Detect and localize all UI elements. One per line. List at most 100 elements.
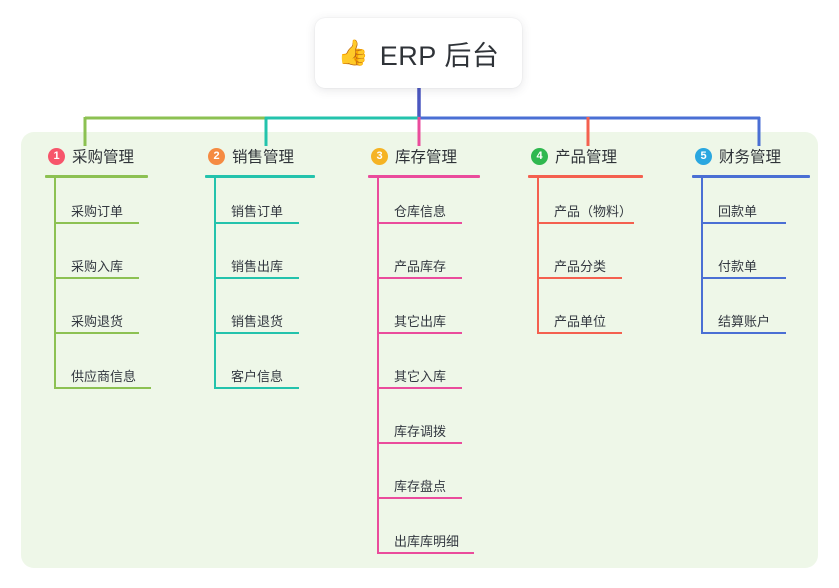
branch-item[interactable]: 库存盘点 bbox=[368, 453, 480, 508]
branch-item-rule bbox=[54, 277, 139, 279]
branch-item-label: 产品库存 bbox=[394, 259, 447, 274]
branch-item-label: 客户信息 bbox=[231, 369, 284, 384]
branch-item-label: 结算账户 bbox=[718, 314, 771, 329]
branch-header-rule bbox=[368, 175, 480, 178]
branch-item-label: 其它出库 bbox=[394, 314, 447, 329]
branch-item[interactable]: 出库库明细 bbox=[368, 508, 480, 563]
branch-item-label: 采购订单 bbox=[71, 204, 124, 219]
branch-item-label: 付款单 bbox=[718, 259, 758, 274]
branch-item-label: 产品（物料） bbox=[554, 204, 633, 219]
branch-item-list-4: 产品（物料） 产品分类产品单位 bbox=[528, 178, 643, 343]
branch-title: 财务管理 bbox=[719, 149, 782, 166]
branch-column-1: 1 采购管理采购订单采购入库采购退货供应商信息 bbox=[45, 144, 151, 398]
branch-header-rule bbox=[692, 175, 810, 178]
branch-item-rule bbox=[214, 277, 299, 279]
branch-item-rule bbox=[537, 222, 634, 224]
branch-item[interactable]: 销售出库 bbox=[205, 233, 315, 288]
branch-number-badge: 4 bbox=[531, 147, 548, 165]
branch-item-rule bbox=[701, 332, 786, 334]
branch-item-rule bbox=[377, 387, 462, 389]
branch-item-rule bbox=[377, 222, 462, 224]
branch-item[interactable]: 客户信息 bbox=[205, 343, 315, 398]
branch-trunk-line bbox=[377, 178, 379, 554]
branch-item-label: 销售退货 bbox=[231, 314, 284, 329]
branch-item-rule bbox=[377, 497, 462, 499]
branch-item-rule bbox=[54, 387, 151, 389]
branch-title: 产品管理 bbox=[555, 149, 618, 166]
branch-item-list-2: 销售订单销售出库销售退货客户信息 bbox=[205, 178, 315, 398]
branch-item-rule bbox=[377, 277, 462, 279]
branch-item-rule bbox=[54, 222, 139, 224]
branch-item-rule bbox=[701, 277, 786, 279]
branch-number-badge: 2 bbox=[208, 147, 225, 165]
branch-header-1[interactable]: 1 采购管理 bbox=[45, 144, 148, 168]
branch-trunk-line bbox=[537, 178, 539, 334]
branch-number-badge: 1 bbox=[48, 147, 65, 165]
branch-header-rule bbox=[205, 175, 315, 178]
branch-column-4: 4 产品管理产品（物料） 产品分类产品单位 bbox=[528, 144, 643, 343]
branch-header-5[interactable]: 5 财务管理 bbox=[692, 144, 810, 168]
branch-item-list-5: 回款单付款单结算账户 bbox=[692, 178, 810, 343]
branch-item-label: 出库库明细 bbox=[394, 534, 460, 549]
branch-item-label: 销售订单 bbox=[231, 204, 284, 219]
branch-title: 采购管理 bbox=[72, 149, 135, 166]
branch-item-label: 采购入库 bbox=[71, 259, 124, 274]
thumbs-up-icon: 👍 bbox=[337, 38, 369, 67]
branch-item-rule bbox=[214, 387, 299, 389]
branch-item[interactable]: 采购入库 bbox=[45, 233, 148, 288]
branch-item-rule bbox=[701, 222, 786, 224]
branch-item-rule bbox=[377, 332, 462, 334]
branch-item[interactable]: 付款单 bbox=[692, 233, 810, 288]
branch-item[interactable]: 产品（物料） bbox=[528, 178, 643, 233]
branch-item-list-3: 仓库信息产品库存其它出库其它入库库存调拨库存盘点出库库明细 bbox=[368, 178, 480, 563]
branch-item[interactable]: 库存调拨 bbox=[368, 398, 480, 453]
columns-background-panel bbox=[21, 132, 818, 568]
branch-item-rule bbox=[377, 552, 474, 554]
branch-item-rule bbox=[537, 277, 622, 279]
branch-item-rule bbox=[54, 332, 139, 334]
branch-item[interactable]: 产品库存 bbox=[368, 233, 480, 288]
branch-trunk-line bbox=[214, 178, 216, 389]
branch-item-label: 产品单位 bbox=[554, 314, 607, 329]
branch-item-label: 销售出库 bbox=[231, 259, 284, 274]
branch-item[interactable]: 其它出库 bbox=[368, 288, 480, 343]
branch-item-list-1: 采购订单采购入库采购退货供应商信息 bbox=[45, 178, 151, 398]
branch-trunk-line bbox=[54, 178, 56, 389]
branch-item-label: 库存盘点 bbox=[394, 479, 447, 494]
branch-column-5: 5 财务管理回款单付款单结算账户 bbox=[692, 144, 810, 343]
branch-item[interactable]: 产品单位 bbox=[528, 288, 643, 343]
branch-header-4[interactable]: 4 产品管理 bbox=[528, 144, 643, 168]
branch-number-badge: 5 bbox=[695, 147, 712, 165]
branch-item[interactable]: 销售退货 bbox=[205, 288, 315, 343]
branch-item[interactable]: 其它入库 bbox=[368, 343, 480, 398]
branch-item[interactable]: 供应商信息 bbox=[45, 343, 151, 398]
branch-number-badge: 3 bbox=[371, 147, 388, 165]
branch-item-rule bbox=[537, 332, 622, 334]
branch-item[interactable]: 采购退货 bbox=[45, 288, 148, 343]
branch-header-2[interactable]: 2 销售管理 bbox=[205, 144, 315, 168]
branch-item[interactable]: 仓库信息 bbox=[368, 178, 480, 233]
branch-item-label: 其它入库 bbox=[394, 369, 447, 384]
branch-item-label: 供应商信息 bbox=[71, 369, 137, 384]
branch-item[interactable]: 回款单 bbox=[692, 178, 810, 233]
branch-item-label: 仓库信息 bbox=[394, 204, 447, 219]
branch-item-rule bbox=[377, 442, 462, 444]
branch-item-rule bbox=[214, 222, 299, 224]
branch-item-label: 回款单 bbox=[718, 204, 758, 219]
root-title-text: ERP 后台 bbox=[379, 40, 500, 71]
branch-title: 销售管理 bbox=[232, 149, 295, 166]
root-title-card[interactable]: 👍 ERP 后台 bbox=[315, 18, 522, 88]
branch-item-rule bbox=[214, 332, 299, 334]
branch-item[interactable]: 结算账户 bbox=[692, 288, 810, 343]
branch-item-label: 采购退货 bbox=[71, 314, 124, 329]
branch-header-rule bbox=[528, 175, 643, 178]
branch-header-rule bbox=[45, 175, 148, 178]
branch-item[interactable]: 产品分类 bbox=[528, 233, 643, 288]
branch-trunk-line bbox=[701, 178, 703, 334]
branch-item[interactable]: 采购订单 bbox=[45, 178, 148, 233]
branch-item[interactable]: 销售订单 bbox=[205, 178, 315, 233]
